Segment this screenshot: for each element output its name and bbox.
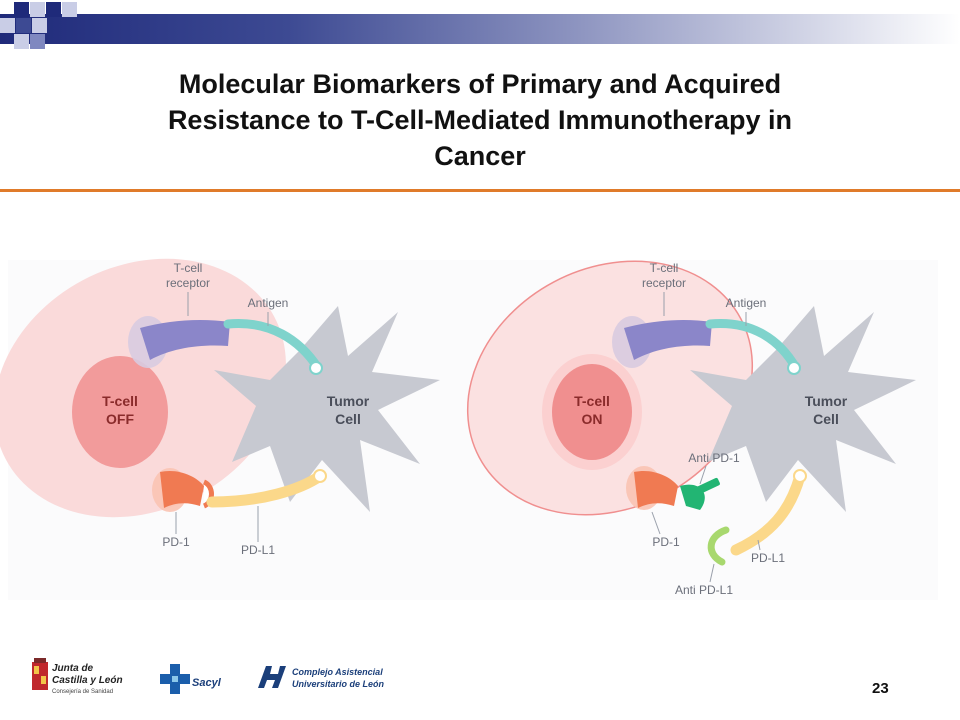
coat-of-arms-icon: Junta de Castilla y León Consejería de S… bbox=[32, 658, 123, 695]
title-line: Cancer bbox=[434, 141, 526, 171]
antigen-strand bbox=[705, 318, 801, 373]
antigen-label: Antigen bbox=[726, 296, 767, 310]
tumor-label: Tumor bbox=[805, 393, 848, 409]
title-line: Molecular Biomarkers of Primary and Acqu… bbox=[178, 69, 782, 99]
logo-text: Consejería de Sanidad bbox=[52, 689, 113, 695]
tcell-label: T-cell bbox=[574, 393, 610, 409]
logo-text: Universitario de León bbox=[292, 679, 385, 689]
header-square bbox=[32, 18, 47, 33]
pdl1-strand bbox=[206, 470, 326, 508]
immunotherapy-diagram: T-cell OFF Tumor Cell T-cell receptor An… bbox=[0, 258, 938, 600]
leader-line bbox=[709, 563, 715, 583]
header-square bbox=[62, 2, 77, 17]
header-square bbox=[0, 18, 15, 33]
receptor-label: receptor bbox=[642, 276, 686, 290]
logo-text: Castilla y León bbox=[52, 675, 123, 686]
header-square bbox=[46, 2, 61, 17]
pdl1-strand bbox=[730, 470, 806, 556]
pd1-receptor bbox=[160, 470, 204, 508]
tcell-state-label: OFF bbox=[106, 411, 134, 427]
page-number: 23 bbox=[872, 680, 889, 697]
receptor-label: receptor bbox=[166, 276, 210, 290]
title-line: Resistance to T-Cell-Mediated Immunother… bbox=[167, 105, 793, 135]
sacyl-logo: Sacyl bbox=[160, 662, 230, 696]
pdl1-label: PD-L1 bbox=[241, 543, 275, 557]
header-square bbox=[30, 2, 45, 17]
leader-line bbox=[757, 539, 761, 551]
logo-text: Complejo Asistencial bbox=[292, 667, 383, 677]
pdl1-label: PD-L1 bbox=[751, 551, 785, 565]
header-gradient-bar bbox=[0, 14, 960, 44]
tumor-cell bbox=[690, 306, 916, 512]
anti-pdl1-antibody bbox=[707, 526, 730, 566]
anti-pdl1-label: Anti PD-L1 bbox=[675, 583, 733, 597]
pd1-receptor bbox=[634, 470, 678, 508]
header-square bbox=[14, 2, 29, 17]
header-square bbox=[16, 18, 31, 33]
title-rule bbox=[0, 189, 960, 192]
header-square bbox=[14, 34, 29, 49]
antigen-anchor bbox=[309, 361, 323, 375]
tumor-label: Cell bbox=[813, 411, 839, 427]
tcell-nucleus bbox=[72, 356, 168, 468]
hospital-h-icon: Complejo Asistencial Universitario de Le… bbox=[258, 666, 385, 689]
tcell-label: T-cell bbox=[102, 393, 138, 409]
leader-line bbox=[651, 511, 661, 535]
antigen-strand bbox=[223, 318, 323, 373]
anti-pd1-label: Anti PD-1 bbox=[688, 451, 740, 465]
tumor-label: Tumor bbox=[327, 393, 370, 409]
receptor-label: T-cell bbox=[650, 261, 679, 275]
tumor-label: Cell bbox=[335, 411, 361, 427]
tcell-receptor bbox=[624, 320, 712, 360]
panel-tcell-off: T-cell OFF Tumor Cell T-cell receptor An… bbox=[0, 258, 440, 557]
pd1-label: PD-1 bbox=[162, 535, 190, 549]
tcell-state-label: ON bbox=[582, 411, 603, 427]
slide-title: Molecular Biomarkers of Primary and Acqu… bbox=[60, 66, 900, 174]
pd1-label: PD-1 bbox=[652, 535, 680, 549]
tcell-nucleus bbox=[552, 364, 632, 460]
tumor-cell bbox=[214, 306, 440, 512]
junta-castilla-leon-logo: Junta de Castilla y León Consejería de S… bbox=[28, 656, 148, 700]
pdl1-anchor bbox=[793, 469, 807, 483]
anti-pd1-stem bbox=[696, 477, 720, 495]
tcell-receptor bbox=[140, 320, 230, 360]
leader-line bbox=[699, 465, 707, 485]
panel-tcell-on: T-cell ON Tumor Cell T-cell receptor Ant… bbox=[466, 260, 916, 597]
complejo-asistencial-logo: Complejo Asistencial Universitario de Le… bbox=[256, 662, 386, 692]
receptor-label: T-cell bbox=[174, 261, 203, 275]
antigen-label: Antigen bbox=[248, 296, 289, 310]
pdl1-anchor bbox=[313, 469, 327, 483]
logo-text: Junta de bbox=[52, 663, 94, 674]
header-square bbox=[30, 34, 45, 49]
sacyl-cross-icon: Sacyl bbox=[160, 664, 222, 694]
antigen-anchor bbox=[787, 361, 801, 375]
logo-text: Sacyl bbox=[192, 677, 222, 689]
